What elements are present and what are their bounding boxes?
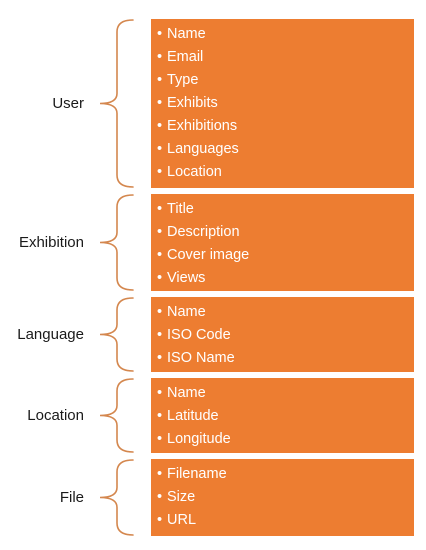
- entity-box-exhibition: •Title•Description•Cover image•Views: [151, 194, 414, 291]
- bullet-icon: •: [157, 408, 163, 424]
- field-label: Name: [167, 26, 206, 42]
- field-label: Title: [167, 201, 194, 217]
- field-label: Latitude: [167, 408, 219, 424]
- field-label: ISO Name: [167, 350, 235, 366]
- field-label: URL: [167, 512, 197, 528]
- field-item: •Email: [157, 48, 203, 66]
- bullet-icon: •: [157, 350, 163, 366]
- bullet-icon: •: [157, 95, 163, 111]
- brace-user: [99, 19, 134, 188]
- bullet-icon: •: [157, 385, 163, 401]
- field-item: •Name: [157, 384, 206, 402]
- field-item: •Location: [157, 163, 222, 181]
- field-label: Name: [167, 304, 206, 320]
- field-label: Description: [167, 224, 240, 240]
- field-item: •Cover image: [157, 246, 249, 264]
- entity-label-location: Location: [27, 406, 84, 424]
- bullet-icon: •: [157, 201, 163, 217]
- field-item: •Latitude: [157, 407, 219, 425]
- bullet-icon: •: [157, 304, 163, 320]
- field-item: •Title: [157, 200, 194, 218]
- bullet-icon: •: [157, 224, 163, 240]
- entity-box-user: •Name•Email•Type•Exhibits•Exhibitions•La…: [151, 19, 414, 188]
- entity-label-exhibition: Exhibition: [18, 233, 84, 251]
- bullet-icon: •: [157, 26, 163, 42]
- bullet-icon: •: [157, 164, 163, 180]
- field-item: •Size: [157, 488, 195, 506]
- brace-file: [99, 459, 134, 536]
- field-item: •Longitude: [157, 430, 231, 448]
- bullet-icon: •: [157, 512, 163, 528]
- brace-language: [99, 297, 134, 372]
- field-label: Type: [167, 72, 199, 88]
- field-label: Filename: [167, 466, 227, 482]
- field-item: •ISO Name: [157, 349, 235, 367]
- field-label: Longitude: [167, 431, 231, 447]
- field-item: •Description: [157, 223, 240, 241]
- bullet-icon: •: [157, 247, 163, 263]
- field-item: •ISO Code: [157, 326, 231, 344]
- field-label: Name: [167, 385, 206, 401]
- entity-box-location: •Name•Latitude•Longitude: [151, 378, 414, 453]
- field-label: Cover image: [167, 247, 250, 263]
- bullet-icon: •: [157, 72, 163, 88]
- brace-location: [99, 378, 134, 453]
- braces-layer: [99, 19, 134, 536]
- bullet-icon: •: [157, 118, 163, 134]
- field-item: •Views: [157, 269, 205, 287]
- field-label: Exhibitions: [167, 118, 238, 134]
- field-item: •URL: [157, 511, 196, 529]
- field-item: •Languages: [157, 140, 239, 158]
- bullet-icon: •: [157, 270, 163, 286]
- field-label: Views: [167, 270, 206, 286]
- field-item: •Exhibits: [157, 94, 218, 112]
- field-item: •Type: [157, 71, 198, 89]
- entity-label-language: Language: [17, 325, 84, 343]
- field-label: Languages: [167, 141, 239, 157]
- field-label: Location: [167, 164, 222, 180]
- field-label: Size: [167, 489, 196, 505]
- field-item: •Name: [157, 25, 206, 43]
- entity-box-file: •Filename•Size•URL: [151, 459, 414, 536]
- entity-box-language: •Name•ISO Code•ISO Name: [151, 297, 414, 372]
- bullet-icon: •: [157, 466, 163, 482]
- field-item: •Exhibitions: [157, 117, 237, 135]
- entity-label-file: File: [59, 488, 84, 506]
- brace-exhibition: [99, 194, 134, 291]
- bullet-icon: •: [157, 489, 163, 505]
- field-label: Email: [167, 49, 204, 65]
- field-label: Exhibits: [167, 95, 218, 111]
- bullet-icon: •: [157, 141, 163, 157]
- field-label: ISO Code: [167, 327, 231, 343]
- bullet-icon: •: [157, 431, 163, 447]
- bullet-icon: •: [157, 327, 163, 343]
- field-item: •Filename: [157, 465, 227, 483]
- bullet-icon: •: [157, 49, 163, 65]
- entity-label-user: User: [52, 94, 84, 112]
- field-item: •Name: [157, 303, 206, 321]
